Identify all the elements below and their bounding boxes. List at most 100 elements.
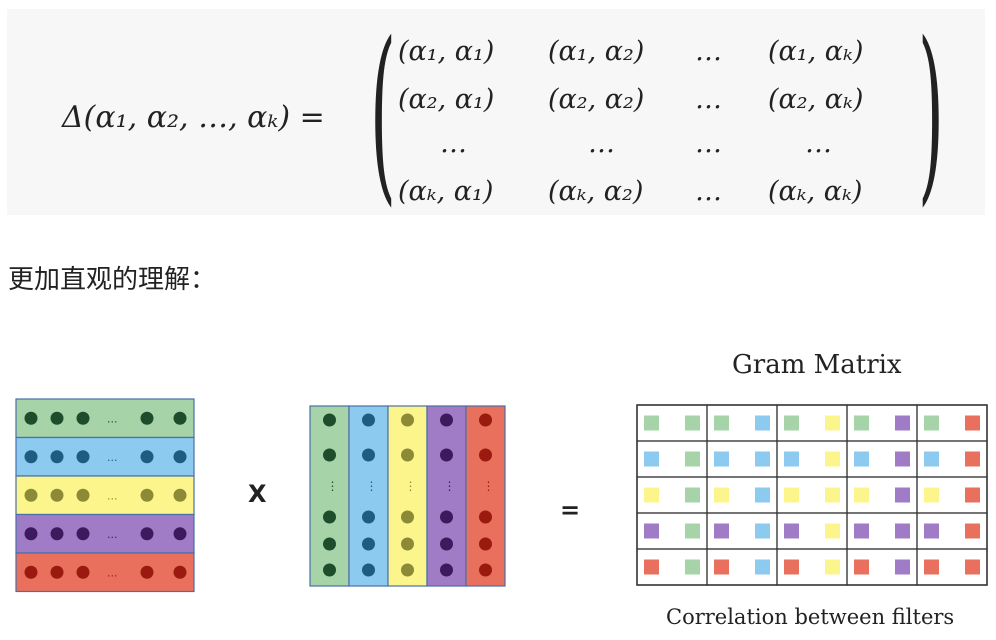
gram-square-col <box>895 559 910 575</box>
gram-square-col <box>895 451 910 467</box>
feature-dot <box>401 448 414 462</box>
feature-dot <box>323 448 336 462</box>
gram-square-row <box>784 559 799 575</box>
matrix-cell: … <box>805 128 832 159</box>
matrix-cell: … <box>440 128 467 159</box>
feature-dot <box>76 411 90 425</box>
matrix-cell: (αₖ, α₁) <box>398 176 494 207</box>
feature-dot <box>24 450 38 464</box>
feature-dot <box>479 563 492 577</box>
gram-square-row <box>784 523 799 539</box>
gram-square-row <box>854 523 869 539</box>
gram-square-row <box>644 451 659 467</box>
filter-row-blue <box>15 436 195 477</box>
gram-square-col <box>685 487 700 503</box>
matrix-cell: … <box>695 36 722 67</box>
gram-square-col <box>895 523 910 539</box>
row-ellipsis: ... <box>107 489 118 502</box>
gram-square-col <box>825 559 840 575</box>
feature-dot <box>362 413 375 427</box>
feature-dot <box>50 488 64 502</box>
feature-dot <box>440 510 453 524</box>
feature-dot <box>401 537 414 551</box>
feature-dot <box>173 488 187 502</box>
matrix-cell: … <box>588 128 615 159</box>
gram-square-col <box>755 523 770 539</box>
matrix-cell: (α₂, α₂) <box>548 84 645 115</box>
feature-dot <box>323 563 336 577</box>
gram-square-col <box>755 487 770 503</box>
caption-text: 更加直观的理解： <box>8 265 217 295</box>
gram-cell <box>916 548 988 586</box>
gram-square-row <box>924 559 939 575</box>
matrix-cell: … <box>695 176 722 207</box>
gram-square-col <box>825 487 840 503</box>
filter-col-red <box>465 405 506 587</box>
gram-square-col <box>685 451 700 467</box>
feature-dot <box>76 527 90 541</box>
gram-square-row <box>644 559 659 575</box>
gram-square-col <box>755 451 770 467</box>
gram-square-row <box>854 415 869 431</box>
feature-dot <box>479 413 492 427</box>
filter-col-purple <box>426 405 467 587</box>
gram-square-col <box>895 415 910 431</box>
gram-square-row <box>784 487 799 503</box>
gram-square-row <box>714 451 729 467</box>
feature-dot <box>76 565 90 579</box>
matrix-cell: (α₁, α₂) <box>548 36 645 67</box>
row-ellipsis: ... <box>107 412 118 425</box>
matrix-cell: (α₁, α₁) <box>398 36 495 67</box>
gram-square-row <box>784 451 799 467</box>
matrix-cell: (αₖ, α₂) <box>548 176 644 207</box>
feature-dot <box>440 563 453 577</box>
feature-dot <box>24 411 38 425</box>
feature-dot <box>50 565 64 579</box>
feature-dot <box>440 537 453 551</box>
filter-row-yellow <box>15 475 195 516</box>
gram-square-row <box>784 415 799 431</box>
gram-square-col <box>965 487 980 503</box>
filter-row-red <box>15 552 195 593</box>
feature-dot <box>173 527 187 541</box>
multiply-symbol: X <box>248 480 267 508</box>
feature-dot <box>323 510 336 524</box>
matrix-cell: … <box>695 128 722 159</box>
filter-col-blue <box>348 405 389 587</box>
gram-square-col <box>965 523 980 539</box>
feature-dot <box>479 537 492 551</box>
gram-matrix-caption: Correlation between filters <box>666 605 955 629</box>
feature-dot <box>440 413 453 427</box>
gram-square-row <box>714 523 729 539</box>
matrix-cell: (α₂, α₁) <box>398 84 495 115</box>
row-ellipsis: ... <box>107 451 118 464</box>
formula-lhs: Δ(α₁, α₂, …, αₖ) = <box>62 100 325 135</box>
feature-dot <box>479 448 492 462</box>
feature-dot <box>173 450 187 464</box>
feature-dot <box>362 448 375 462</box>
feature-dot <box>362 563 375 577</box>
formula-panel <box>7 9 985 215</box>
feature-dot <box>24 527 38 541</box>
filter-row-green <box>15 398 195 439</box>
feature-dot <box>362 537 375 551</box>
filter-col-yellow <box>387 405 428 587</box>
feature-dot <box>401 413 414 427</box>
matrix-left-paren: ( <box>370 2 396 223</box>
feature-dot <box>140 411 154 425</box>
gram-square-row <box>644 415 659 431</box>
feature-dot <box>323 413 336 427</box>
gram-square-row <box>924 487 939 503</box>
gram-square-row <box>854 559 869 575</box>
matrix-cell: … <box>695 84 722 115</box>
row-ellipsis: ... <box>107 528 118 541</box>
gram-square-row <box>854 451 869 467</box>
feature-dot <box>401 510 414 524</box>
gram-square-row <box>924 523 939 539</box>
gram-square-col <box>755 415 770 431</box>
matrix-cell: (α₁, αₖ) <box>768 36 864 67</box>
gram-square-col <box>685 415 700 431</box>
matrix-right-paren: ) <box>918 2 944 223</box>
matrix-cell: (α₂, αₖ) <box>768 84 864 115</box>
equals-symbol: = <box>560 496 581 524</box>
